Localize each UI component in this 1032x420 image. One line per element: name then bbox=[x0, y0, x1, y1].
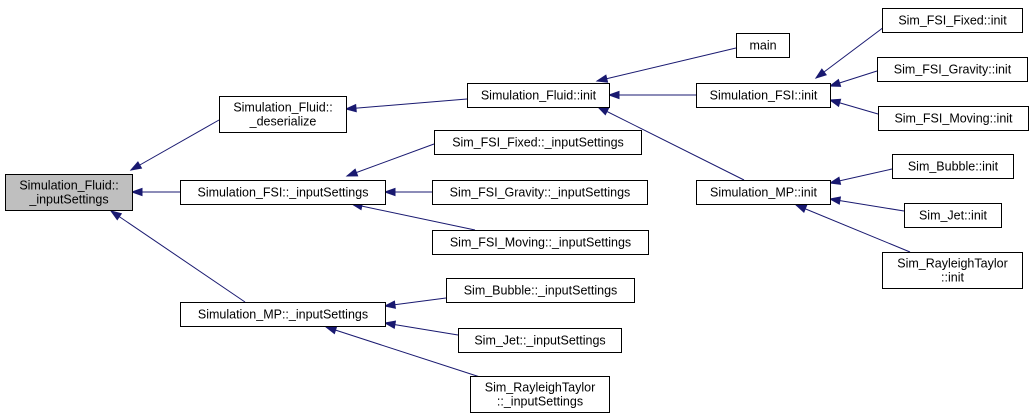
node-label: Sim_RayleighTaylor bbox=[485, 381, 595, 395]
node-fluid-deserialize[interactable]: Simulation_Fluid::_deserialize bbox=[219, 96, 347, 133]
arrowhead-mp_init bbox=[794, 204, 808, 213]
node-label: _inputSettings bbox=[28, 193, 108, 207]
edge-mp_input-to-root bbox=[110, 210, 246, 303]
edge-rt_input-to-mp_input bbox=[325, 326, 481, 378]
arrowhead-fsi_input bbox=[345, 168, 359, 177]
edge-rt_init-to-mp_init bbox=[795, 204, 911, 253]
arrowhead-fsi_init bbox=[814, 68, 827, 79]
edge-mp_init-to-fluid_init bbox=[597, 106, 745, 181]
edge-main-to-fluid_init bbox=[596, 47, 737, 82]
arrowhead-mp_input bbox=[383, 300, 396, 309]
node-label: Sim_FSI_Fixed::init bbox=[898, 14, 1007, 28]
node-bubble-init[interactable]: Sim_Bubble::init bbox=[892, 154, 1014, 179]
arrowhead-fluid_deserialize bbox=[344, 103, 357, 113]
edge-fsi_fixed_input-to-fsi_input bbox=[346, 143, 435, 177]
arrowhead-fsi_init bbox=[828, 98, 842, 108]
node-box bbox=[5, 174, 133, 211]
node-label: Simulation_Fluid:: bbox=[19, 179, 118, 193]
node-label: Sim_Bubble::init bbox=[908, 160, 999, 174]
node-box bbox=[696, 83, 831, 108]
node-label: ::_inputSettings bbox=[497, 395, 583, 409]
node-label: main bbox=[749, 39, 776, 53]
node-fsi-input[interactable]: Simulation_FSI::_inputSettings bbox=[180, 180, 386, 205]
node-fsi-gravity-init[interactable]: Sim_FSI_Gravity::init bbox=[877, 57, 1028, 82]
arrowhead-fluid_init bbox=[607, 90, 620, 100]
node-fsi-fixed-init[interactable]: Sim_FSI_Fixed::init bbox=[882, 8, 1023, 33]
nodes-layer: Simulation_Fluid::_inputSettingsSimulati… bbox=[5, 8, 1029, 413]
node-label: ::init bbox=[941, 271, 964, 285]
node-fsi-moving-init[interactable]: Sim_FSI_Moving::init bbox=[878, 106, 1029, 131]
arrowhead-fluid_init bbox=[596, 106, 610, 116]
edge-jet_input-to-mp_input bbox=[384, 322, 459, 336]
node-box bbox=[467, 83, 610, 108]
node-bubble-input[interactable]: Sim_Bubble::_inputSettings bbox=[446, 278, 635, 303]
edge-fluid_deserialize-to-root bbox=[130, 119, 220, 171]
node-box bbox=[470, 376, 610, 413]
edge-fsi_moving_input-to-fsi_input bbox=[351, 203, 476, 231]
node-main[interactable]: main bbox=[736, 33, 790, 58]
node-fsi-fixed-input[interactable]: Sim_FSI_Fixed::_inputSettings bbox=[434, 130, 642, 155]
edges-layer bbox=[109, 26, 911, 378]
node-box bbox=[882, 252, 1023, 289]
node-jet-init[interactable]: Sim_Jet::init bbox=[904, 203, 1002, 228]
node-label: Sim_FSI_Moving::init bbox=[894, 112, 1013, 126]
arrowhead-mp_init bbox=[828, 176, 842, 185]
node-box bbox=[904, 203, 1002, 228]
node-jet-input[interactable]: Sim_Jet::_inputSettings bbox=[458, 328, 622, 353]
node-label: _deserialize bbox=[249, 115, 317, 129]
node-label: Sim_FSI_Gravity::init bbox=[894, 63, 1012, 77]
node-label: Simulation_Fluid:: bbox=[233, 101, 332, 115]
edge-bubble_init-to-mp_init bbox=[829, 168, 893, 184]
node-label: Sim_FSI_Moving::_inputSettings bbox=[450, 236, 631, 250]
arrowhead-fsi_input bbox=[383, 187, 396, 197]
node-label: Simulation_FSI::_inputSettings bbox=[198, 186, 369, 200]
arrowhead-fluid_init bbox=[595, 74, 609, 83]
node-label: Sim_Bubble::_inputSettings bbox=[464, 284, 618, 298]
edge-fluid_init-to-fluid_deserialize bbox=[345, 98, 468, 110]
node-fsi-gravity-input[interactable]: Sim_FSI_Gravity::_inputSettings bbox=[432, 180, 648, 205]
node-root[interactable]: Simulation_Fluid::_inputSettings bbox=[5, 174, 133, 211]
node-label: Sim_Jet::init bbox=[919, 209, 988, 223]
arrowhead-root bbox=[109, 210, 123, 221]
node-rt-init[interactable]: Sim_RayleighTaylor::init bbox=[882, 252, 1023, 289]
node-label: Sim_RayleighTaylor bbox=[897, 257, 1007, 271]
node-rt-input[interactable]: Sim_RayleighTaylor::_inputSettings bbox=[470, 376, 610, 413]
node-fsi-init[interactable]: Simulation_FSI::init bbox=[696, 83, 831, 108]
node-box bbox=[877, 57, 1028, 82]
arrowhead-fsi_init bbox=[828, 78, 842, 87]
node-label: Sim_FSI_Fixed::_inputSettings bbox=[452, 136, 624, 150]
node-box bbox=[446, 278, 635, 303]
arrowhead-mp_input bbox=[383, 320, 397, 329]
node-label: Simulation_MP::init bbox=[710, 186, 818, 200]
node-box bbox=[878, 106, 1029, 131]
node-label: Simulation_FSI::init bbox=[710, 89, 818, 103]
node-label: Sim_FSI_Gravity::_inputSettings bbox=[450, 186, 631, 200]
arrowhead-mp_init bbox=[828, 196, 842, 205]
node-box bbox=[882, 8, 1023, 33]
node-fluid-init[interactable]: Simulation_Fluid::init bbox=[467, 83, 610, 108]
node-box bbox=[892, 154, 1014, 179]
node-box bbox=[458, 328, 622, 353]
node-mp-init[interactable]: Simulation_MP::init bbox=[696, 180, 831, 205]
arrowhead-root bbox=[129, 161, 143, 171]
edge-fsi_fixed_init-to-fsi_init bbox=[815, 26, 885, 79]
edge-jet_init-to-mp_init bbox=[829, 198, 905, 212]
node-box bbox=[434, 130, 642, 155]
node-fsi-moving-input[interactable]: Sim_FSI_Moving::_inputSettings bbox=[432, 230, 649, 255]
node-box bbox=[180, 180, 386, 205]
node-box bbox=[180, 302, 386, 327]
node-label: Simulation_MP::_inputSettings bbox=[198, 308, 368, 322]
arrowhead-mp_input bbox=[324, 326, 338, 335]
node-box bbox=[696, 180, 831, 205]
node-label: Sim_Jet::_inputSettings bbox=[474, 334, 605, 348]
arrowhead-root bbox=[130, 187, 143, 197]
node-mp-input[interactable]: Simulation_MP::_inputSettings bbox=[180, 302, 386, 327]
node-box bbox=[432, 230, 649, 255]
node-box bbox=[219, 96, 347, 133]
node-label: Simulation_Fluid::init bbox=[481, 89, 597, 103]
node-box bbox=[432, 180, 648, 205]
node-box bbox=[736, 33, 790, 58]
